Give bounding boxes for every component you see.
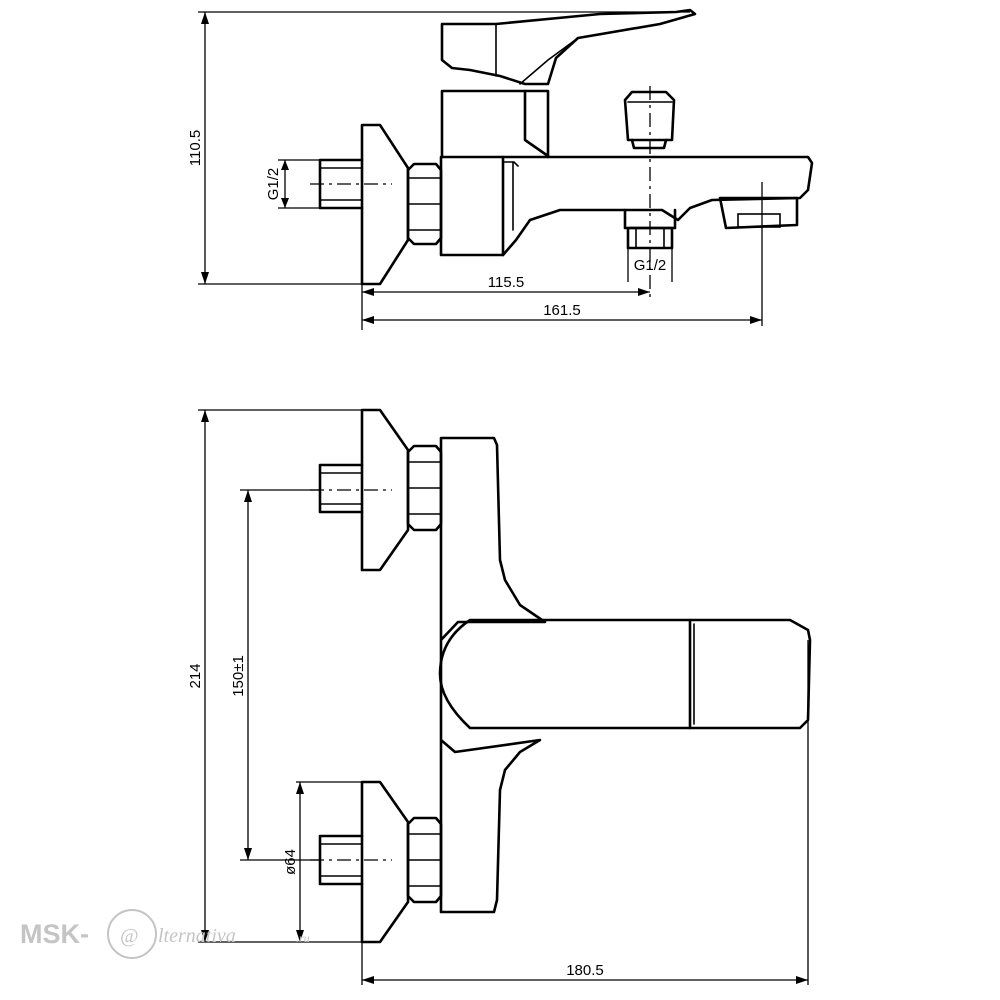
dim-front-width: 180.5 bbox=[566, 962, 604, 979]
top-lever-handle bbox=[440, 8, 697, 86]
watermark-at-circle bbox=[107, 909, 157, 959]
dim-top-inlet-thread: G1/2 bbox=[265, 168, 282, 201]
dim-front-flange-diameter: ø64 bbox=[282, 849, 299, 875]
front-mixer-body bbox=[439, 436, 547, 914]
front-spout bbox=[438, 618, 812, 730]
watermark: MSK- @ lternativa .ru bbox=[20, 909, 310, 959]
front-upper-inlet bbox=[318, 463, 364, 514]
top-cartridge-housing bbox=[440, 89, 550, 159]
top-diverter-head bbox=[718, 196, 799, 230]
front-view: 214 150±1 ø64 180.5 bbox=[187, 408, 812, 985]
dim-top-outlet-distance: 115.5 bbox=[488, 274, 524, 291]
top-diverter-knob bbox=[623, 90, 676, 142]
top-spout bbox=[501, 155, 814, 257]
dim-top-outlet-thread: G1/2 bbox=[634, 257, 667, 274]
top-view: 110.5 G1/2 G1/2 115.5 161.5 bbox=[187, 8, 814, 330]
dim-front-height: 214 bbox=[187, 663, 204, 688]
watermark-suffix: lternativa bbox=[158, 925, 236, 947]
top-mixer-body bbox=[439, 155, 505, 257]
watermark-tld: .ru bbox=[296, 931, 310, 945]
dim-front-center-distance: 150±1 bbox=[230, 655, 247, 697]
watermark-at-symbol: @ bbox=[120, 925, 138, 947]
watermark-brand: MSK- bbox=[20, 919, 89, 949]
top-wall-flange bbox=[360, 123, 410, 286]
dim-top-height: 110.5 bbox=[187, 130, 204, 166]
front-lower-flange bbox=[360, 780, 410, 944]
front-upper-flange bbox=[360, 408, 410, 572]
dim-top-spout-length: 161.5 bbox=[543, 302, 581, 319]
